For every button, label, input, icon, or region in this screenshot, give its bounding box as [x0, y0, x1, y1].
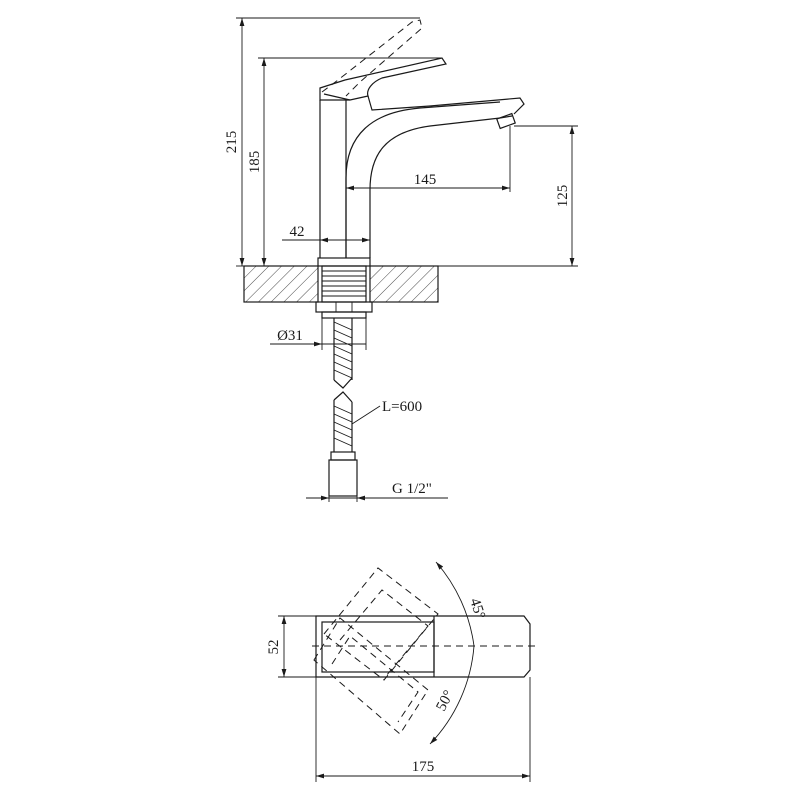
label-spout-height: 125 [555, 185, 571, 208]
label-angle-right: 50° [433, 688, 457, 714]
handle-rotated-50 [313, 617, 429, 735]
dim-top-width: 52 [266, 615, 316, 678]
dim-spout-reach: 145 [346, 126, 511, 192]
threaded-shank [315, 257, 373, 319]
label-total-height: 215 [224, 131, 240, 154]
dim-total-height: 215 [224, 17, 420, 267]
arc-50 [429, 645, 475, 745]
dim-body-width: 42 [282, 224, 371, 258]
label-angle-left: 45° [466, 596, 488, 621]
label-top-length: 175 [412, 759, 435, 775]
dim-thread-diameter: Ø31 [270, 318, 367, 350]
label-hose-length: L=600 [382, 399, 422, 415]
handle-lever [319, 57, 447, 101]
label-top-width: 52 [266, 640, 282, 655]
label-thread-diameter: Ø31 [277, 328, 303, 344]
label-body-width: 42 [290, 224, 305, 240]
dim-hose-length: L=600 [351, 399, 422, 425]
countertop-right [369, 265, 439, 303]
dim-spout-height: 125 [438, 125, 578, 267]
label-handle-height: 185 [247, 151, 263, 174]
dim-handle-height: 185 [247, 57, 442, 266]
handle-rotated-45 [323, 567, 439, 681]
dim-top-length: 175 [315, 677, 531, 782]
countertop-left [243, 265, 319, 303]
label-spout-reach: 145 [414, 172, 437, 188]
side-view: 215 185 125 145 42 [224, 17, 578, 502]
handle-lever-lifted [321, 19, 423, 97]
flexible-hose [328, 318, 358, 497]
top-view: 45° 50° 52 175 [266, 561, 540, 782]
label-connection: G 1/2" [392, 481, 432, 497]
dim-connection: G 1/2" [306, 481, 448, 502]
faucet-body [319, 95, 525, 258]
arc-45 [435, 561, 475, 647]
